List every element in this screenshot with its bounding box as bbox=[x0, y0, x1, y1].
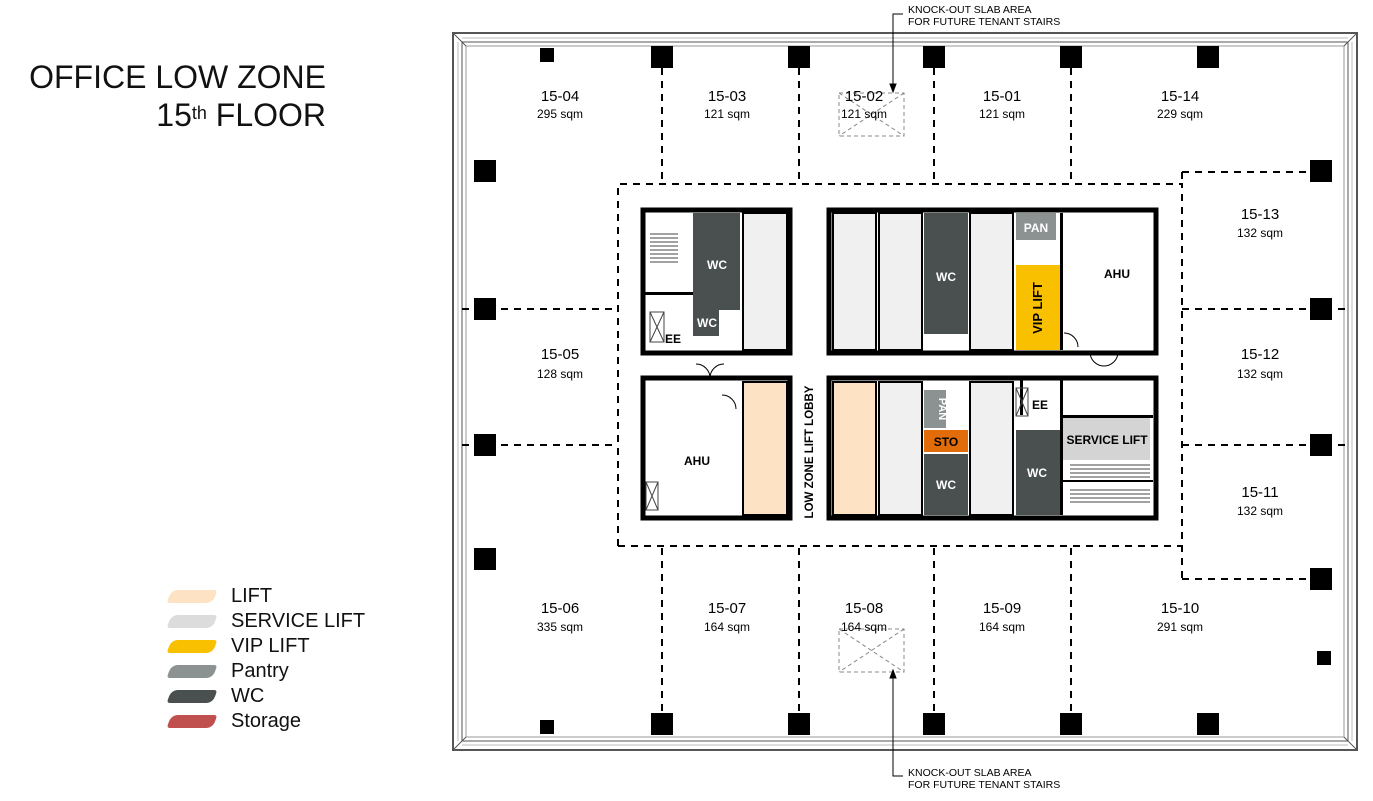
legend-item-service-lift: SERVICE LIFT bbox=[163, 609, 365, 634]
service-lift-shaft-n1 bbox=[832, 212, 877, 351]
legend-label: LIFT bbox=[231, 585, 273, 607]
leader-lines bbox=[889, 13, 903, 777]
vip-lift-label: VIP LIFT bbox=[1030, 282, 1045, 334]
title-line-1: OFFICE LOW ZONE bbox=[29, 59, 326, 95]
unit-area: 121 sqm bbox=[979, 107, 1025, 121]
knock-out-slab-areas bbox=[838, 92, 905, 673]
room-labels: WC WC EE WC PAN AHU VIP LIFT AHU LOW ZON… bbox=[665, 221, 1148, 518]
unit-area: 164 sqm bbox=[841, 620, 887, 634]
service-lift-shaft-s2 bbox=[969, 381, 1014, 516]
unit-id: 15-05 bbox=[541, 346, 579, 363]
service-lift-shaft-s1 bbox=[878, 381, 923, 516]
legend-item-lift: LIFT bbox=[163, 584, 365, 609]
note-top-line-2: FOR FUTURE TENANT STAIRS bbox=[908, 16, 1060, 28]
legend-label: VIP LIFT bbox=[231, 635, 310, 657]
note-top-line-1: KNOCK-OUT SLAB AREA bbox=[908, 4, 1032, 16]
unit-id: 15-06 bbox=[541, 600, 579, 617]
note-bottom-line-1: KNOCK-OUT SLAB AREA bbox=[908, 767, 1032, 779]
unit-id: 15-03 bbox=[708, 88, 746, 105]
floor-word: FLOOR bbox=[206, 97, 326, 133]
unit-id: 15-04 bbox=[541, 88, 579, 105]
unit-area: 121 sqm bbox=[704, 107, 750, 121]
unit-id: 15-02 bbox=[845, 88, 883, 105]
unit-id: 15-01 bbox=[983, 88, 1021, 105]
unit-area: 132 sqm bbox=[1237, 504, 1283, 518]
pantry-label: PAN bbox=[936, 398, 948, 420]
legend-label: Storage bbox=[231, 710, 302, 732]
unit-area: 128 sqm bbox=[537, 367, 583, 381]
floor-number: 15 bbox=[156, 97, 192, 133]
lobby-label: LOW ZONE LIFT LOBBY bbox=[804, 385, 816, 518]
ee-label: EE bbox=[1032, 398, 1048, 412]
ahu-label: AHU bbox=[1104, 267, 1130, 281]
storage-block bbox=[924, 430, 968, 452]
storage-label: STO bbox=[934, 435, 958, 449]
core-fills bbox=[643, 212, 1153, 516]
legend-label: SERVICE LIFT bbox=[231, 610, 366, 632]
lift-shaft-sw bbox=[742, 381, 788, 516]
service-lift-shaft-n2 bbox=[878, 212, 923, 351]
lift-shaft-s1 bbox=[832, 381, 877, 516]
service-lift-shaft-nw bbox=[742, 212, 788, 351]
unit-id: 15-08 bbox=[845, 600, 883, 617]
core-walls bbox=[640, 207, 1159, 521]
unit-area: 164 sqm bbox=[979, 620, 1025, 634]
legend-item-wc: WC bbox=[163, 684, 365, 709]
unit-labels: 15-04 295 sqm 15-03 121 sqm 15-02 121 sq… bbox=[537, 88, 1283, 634]
wc-block-s bbox=[924, 454, 968, 515]
unit-area: 291 sqm bbox=[1157, 620, 1203, 634]
ahu-label: AHU bbox=[684, 454, 710, 468]
vip-lift-block bbox=[1016, 265, 1060, 350]
service-lift-block bbox=[1063, 418, 1150, 460]
wc-label: WC bbox=[936, 270, 956, 284]
unit-id: 15-12 bbox=[1241, 346, 1279, 363]
legend-label: WC bbox=[231, 685, 265, 707]
unit-area: 295 sqm bbox=[537, 107, 583, 121]
pantry-block-n bbox=[1016, 213, 1056, 240]
unit-id: 15-11 bbox=[1241, 484, 1278, 501]
unit-id: 15-13 bbox=[1241, 206, 1279, 223]
legend-item-storage: Storage bbox=[163, 709, 365, 734]
unit-id: 15-10 bbox=[1161, 600, 1199, 617]
knock-out-note-top: KNOCK-OUT SLAB AREA FOR FUTURE TENANT ST… bbox=[908, 4, 1060, 28]
structural-columns bbox=[474, 46, 1332, 735]
legend: LIFT SERVICE LIFT VIP LIFT Pantry WC Sto… bbox=[163, 584, 365, 734]
wc-block-se bbox=[1016, 430, 1060, 515]
service-lift-shaft-n3 bbox=[969, 212, 1014, 351]
title-line-2: 15th FLOOR bbox=[10, 96, 326, 134]
knock-out-note-bottom: KNOCK-OUT SLAB AREA FOR FUTURE TENANT ST… bbox=[908, 767, 1060, 791]
grid-lines bbox=[457, 37, 1353, 746]
unit-area: 229 sqm bbox=[1157, 107, 1203, 121]
unit-id: 15-07 bbox=[708, 600, 746, 617]
unit-id: 15-14 bbox=[1161, 88, 1199, 105]
wc-block-nw-small bbox=[693, 286, 719, 336]
wc-label: WC bbox=[936, 478, 956, 492]
ee-label: EE bbox=[665, 332, 681, 346]
legend-item-pantry: Pantry bbox=[163, 659, 365, 684]
unit-area: 164 sqm bbox=[704, 620, 750, 634]
page-title: OFFICE LOW ZONE 15th FLOOR bbox=[10, 58, 326, 134]
floor-ordinal: th bbox=[191, 103, 207, 123]
unit-area: 335 sqm bbox=[537, 620, 583, 634]
legend-item-vip-lift: VIP LIFT bbox=[163, 634, 365, 659]
pantry-label: PAN bbox=[1024, 221, 1048, 235]
unit-area: 132 sqm bbox=[1237, 226, 1283, 240]
wc-label: WC bbox=[707, 258, 727, 272]
wc-block-n bbox=[924, 213, 968, 334]
service-lift-label: SERVICE LIFT bbox=[1066, 433, 1148, 447]
building-envelope bbox=[452, 32, 1358, 751]
legend-label: Pantry bbox=[231, 660, 289, 682]
unit-id: 15-09 bbox=[983, 600, 1021, 617]
wc-label: WC bbox=[1027, 466, 1047, 480]
note-bottom-line-2: FOR FUTURE TENANT STAIRS bbox=[908, 779, 1060, 791]
unit-partitions bbox=[462, 68, 1348, 713]
unit-area: 132 sqm bbox=[1237, 367, 1283, 381]
wc-label: WC bbox=[697, 316, 717, 330]
unit-area: 121 sqm bbox=[841, 107, 887, 121]
pantry-block-s bbox=[924, 390, 946, 428]
